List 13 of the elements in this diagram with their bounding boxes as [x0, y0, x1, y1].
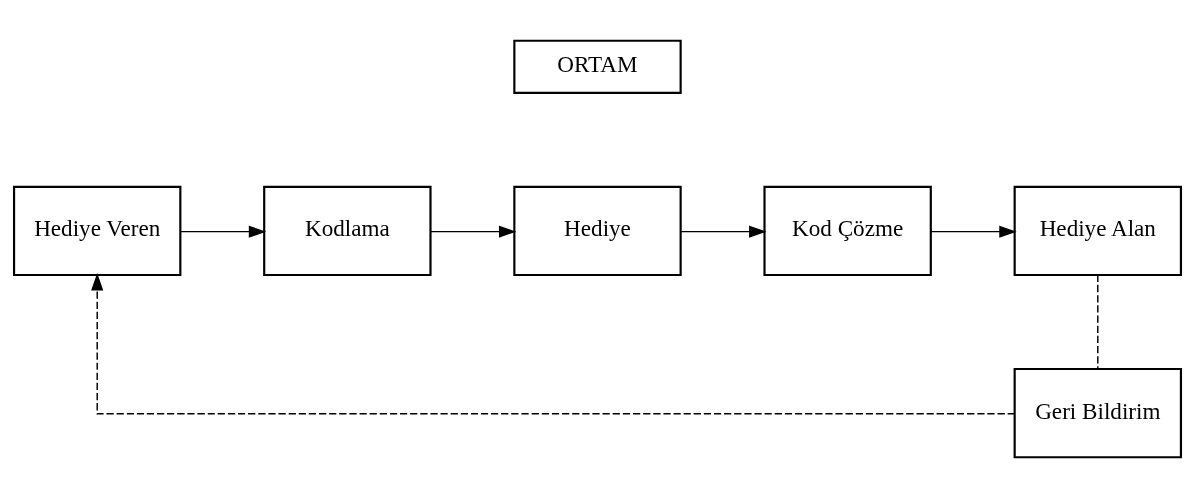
node-box: Hediye [513, 185, 682, 276]
node-box: Kod Çözme [763, 185, 932, 276]
node-box: Hediye Veren [12, 185, 182, 276]
node-box: ORTAM [513, 39, 682, 94]
arrow [179, 225, 267, 238]
connector [1097, 273, 1099, 369]
node-box: Kodlama [263, 185, 432, 276]
arrow [429, 225, 517, 238]
arrow [930, 225, 1017, 238]
node-box: Hediye Alan [1013, 185, 1183, 276]
node-box: Geri Bildirim [1013, 367, 1183, 458]
arrow [91, 272, 1016, 415]
arrow [680, 225, 767, 238]
